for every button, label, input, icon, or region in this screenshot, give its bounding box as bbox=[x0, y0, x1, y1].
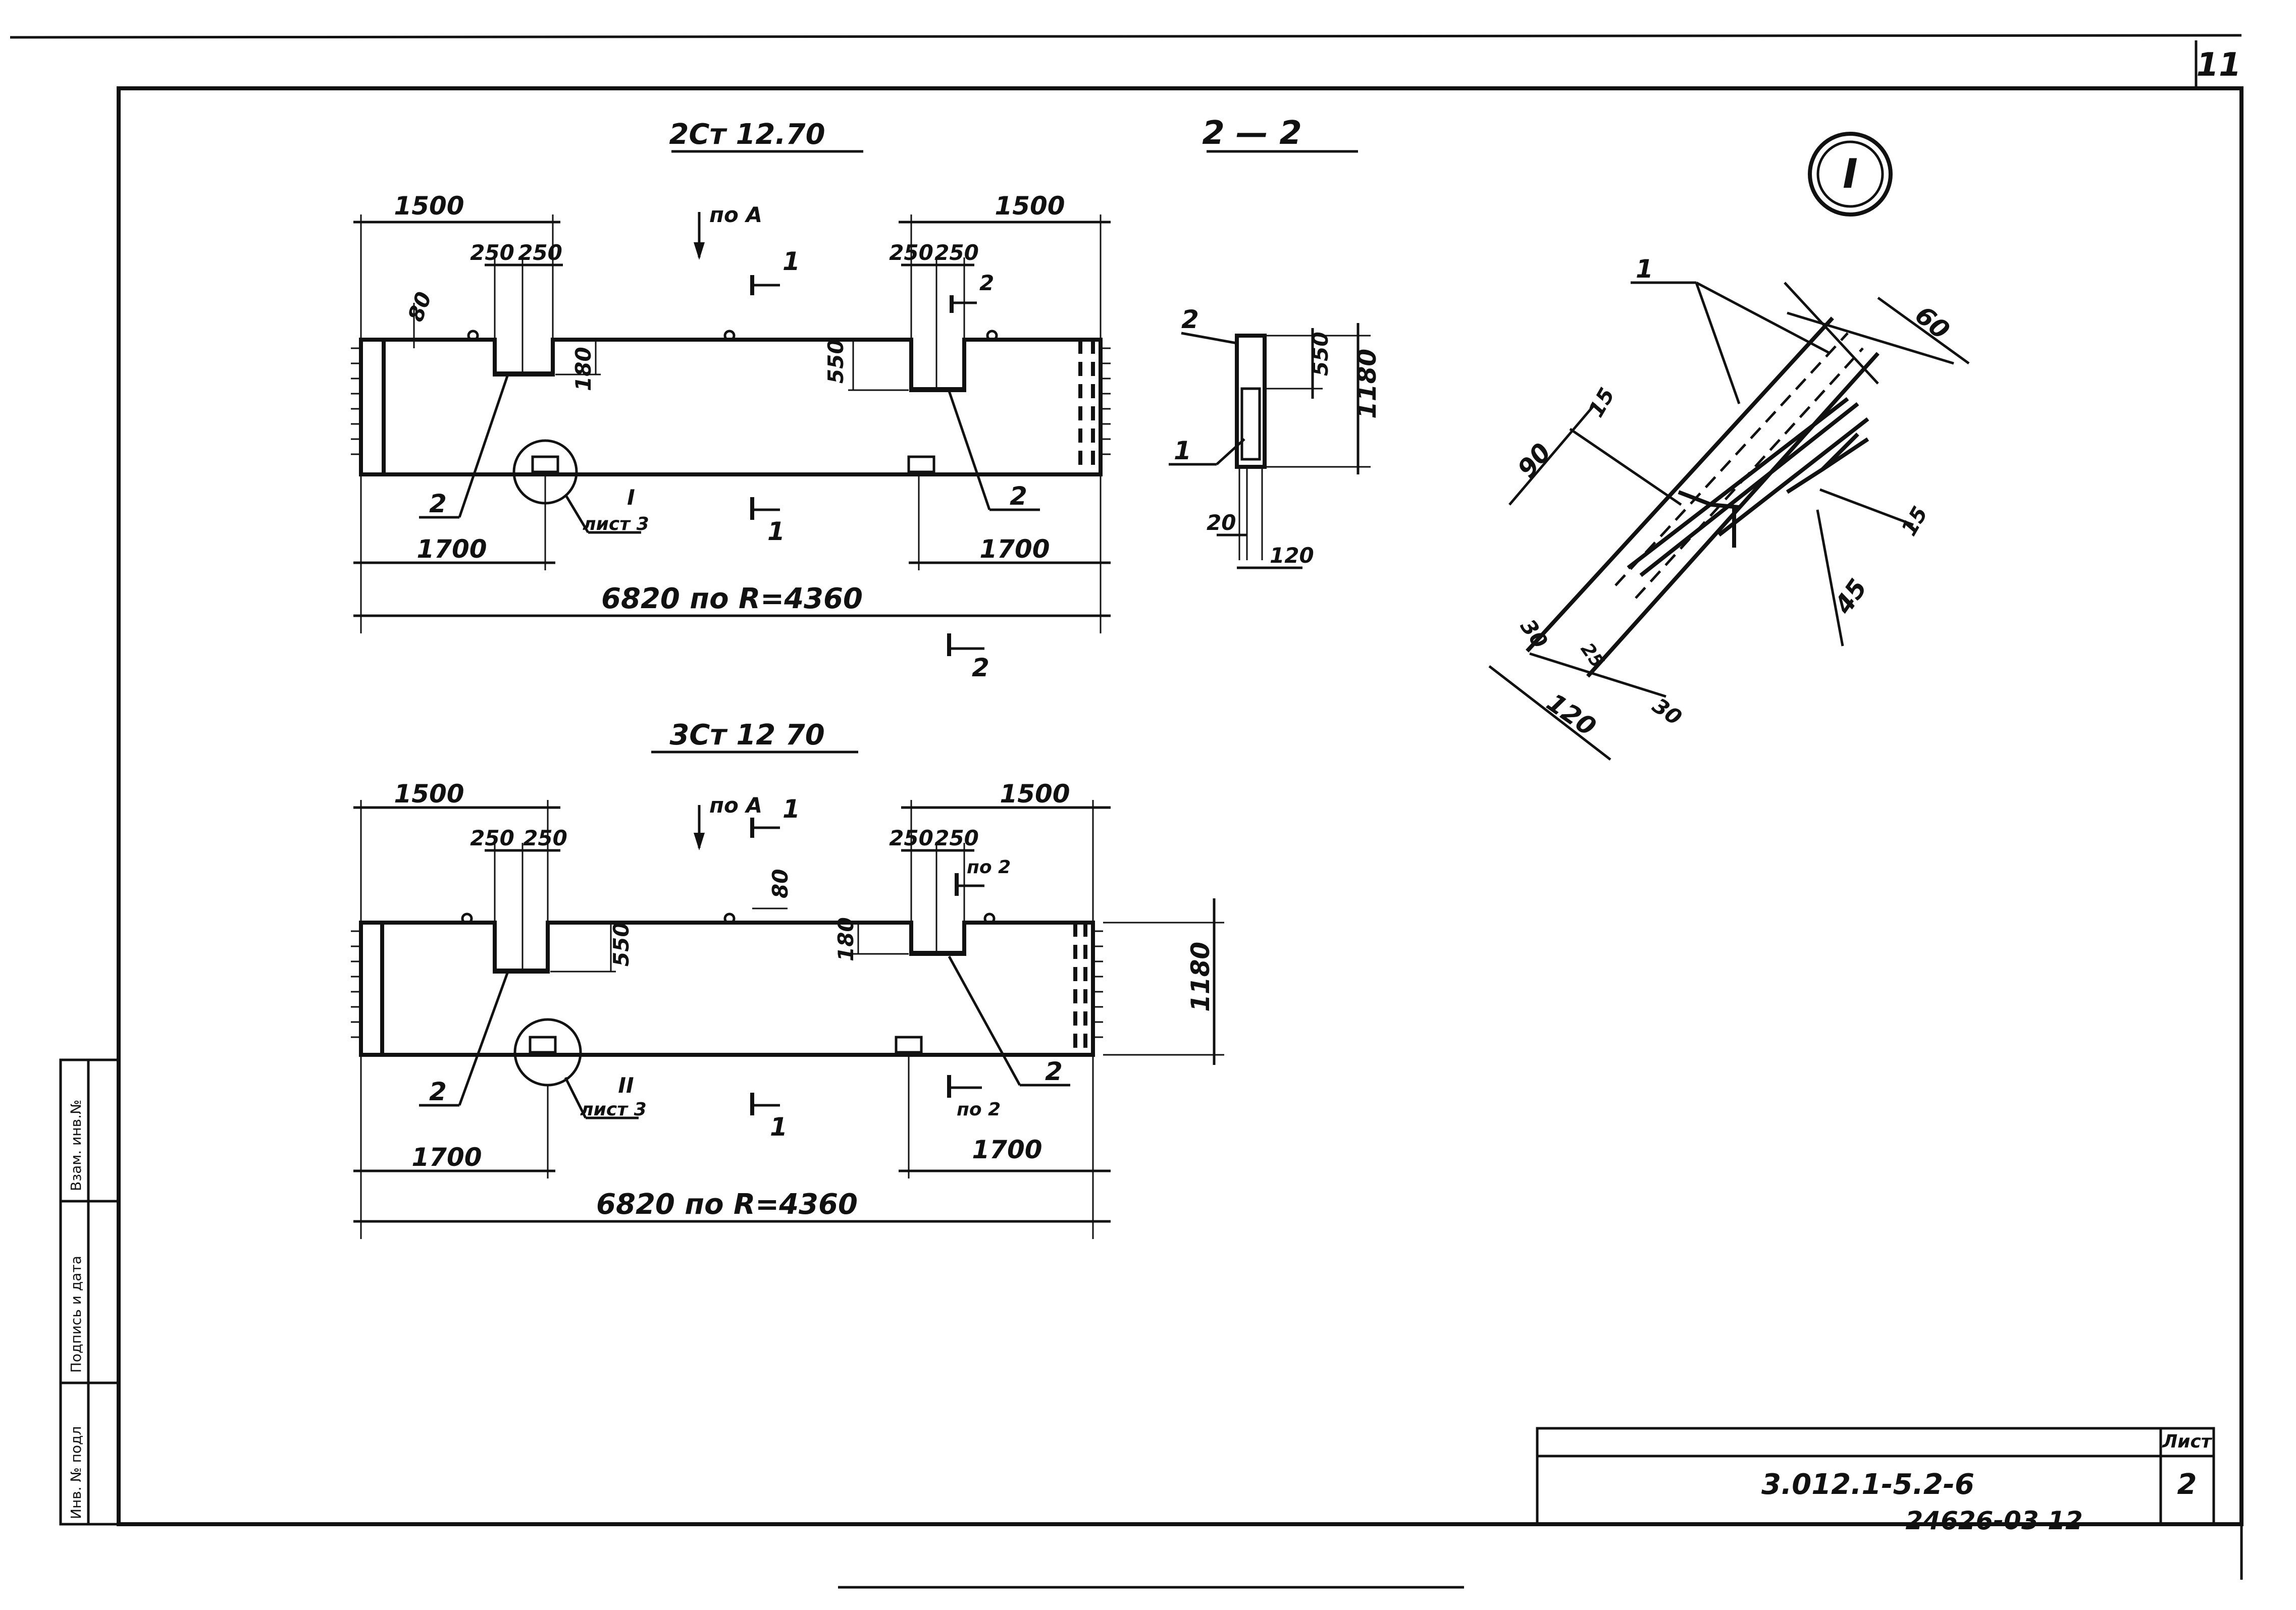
top-detail-ref-sheet: лист 3 bbox=[583, 514, 649, 534]
bottom-bottom-section-1: 1 bbox=[770, 1112, 788, 1142]
section-dim-1180: 1180 bbox=[1352, 349, 1382, 419]
detail-I-label: I bbox=[1843, 150, 1858, 197]
top-view: 2Ст 12.70 bbox=[351, 118, 1111, 682]
bottom-view-body bbox=[359, 921, 1095, 1057]
bottom-dim-slot-right-a: 250 bbox=[889, 826, 933, 850]
sheet-label: Лист bbox=[2162, 1431, 2212, 1452]
section-callout-1: 1 bbox=[1174, 436, 1191, 465]
bottom-dim-180: 180 bbox=[833, 917, 858, 961]
top-dim-slot-left-b: 250 bbox=[518, 240, 562, 265]
top-view-body bbox=[359, 338, 1103, 476]
top-detail-ref-num: I bbox=[627, 485, 635, 510]
section-dim-550: 550 bbox=[1308, 332, 1333, 376]
bottom-dim-total: 6820 по R=4360 bbox=[596, 1188, 858, 1221]
top-dim-bottom-left: 1700 bbox=[416, 534, 487, 564]
section-title: 2 — 2 bbox=[1202, 115, 1302, 152]
top-arrow-label: по А bbox=[709, 202, 762, 227]
section-callout-2: 2 bbox=[1181, 305, 1199, 334]
sheet-number: 2 bbox=[2177, 1468, 2197, 1501]
detail-dim-90: 90 bbox=[1512, 438, 1557, 484]
detail-dim-15-right: 15 bbox=[1896, 502, 1933, 540]
top-dim-bottom-right: 1700 bbox=[979, 534, 1050, 564]
top-dim-80: 80 bbox=[403, 289, 436, 325]
top-callout-right: 2 bbox=[1010, 481, 1027, 511]
detail-I: I 60 90 15 15 45 30 25 120 30 bbox=[1488, 132, 1970, 761]
top-dim-total: 6820 по R=4360 bbox=[601, 582, 863, 615]
bottom-detail-ref-num: II bbox=[618, 1073, 634, 1098]
stamp-col3: Взам. инв.№ bbox=[68, 1100, 84, 1191]
top-dim-slot-right-b: 250 bbox=[934, 240, 979, 265]
detail-dim-120: 120 bbox=[1541, 687, 1601, 741]
detail-dim-45: 45 bbox=[1829, 574, 1873, 620]
title-block bbox=[1536, 1427, 2215, 1526]
top-dim-550: 550 bbox=[823, 339, 848, 384]
top-section-mark-1: 1 bbox=[782, 247, 800, 276]
stamp-col1: Инв. № подл bbox=[68, 1426, 84, 1519]
top-bottom-section-1: 1 bbox=[767, 517, 785, 546]
bottom-dim-80: 80 bbox=[768, 869, 793, 898]
bottom-callout-right: 2 bbox=[1045, 1057, 1063, 1086]
bottom-dim-slot-left-a: 250 bbox=[470, 826, 514, 850]
bottom-dim-1180: 1180 bbox=[1186, 942, 1215, 1012]
bottom-dim-top-right: 1500 bbox=[1000, 779, 1070, 809]
detail-dim-60: 60 bbox=[1909, 300, 1955, 345]
bottom-arrow-label: по А bbox=[709, 793, 762, 818]
page-number: 11 bbox=[2196, 46, 2241, 84]
bottom-section-mark-1: 1 bbox=[782, 794, 800, 824]
detail-dim-15-top: 15 bbox=[1583, 384, 1620, 421]
bottom-dim-slot-left-b: 250 bbox=[523, 826, 567, 850]
bottom-dim-top-left: 1500 bbox=[394, 779, 464, 809]
section-dim-20: 20 bbox=[1207, 510, 1236, 535]
document-designation: 3.012.1-5.2-6 bbox=[1761, 1468, 1974, 1501]
bottom-view-title: 3Ст 12 70 bbox=[669, 719, 824, 752]
top-dim-180: 180 bbox=[571, 347, 596, 391]
bottom-section-mark-po2: по 2 bbox=[967, 857, 1011, 878]
top-cut-mark: 2 bbox=[972, 653, 989, 682]
top-section-mark-2: 2 bbox=[979, 271, 994, 295]
detail-dim-30-left: 30 bbox=[1516, 615, 1553, 653]
left-stamp: Инв. № подл Подпись и дата Взам. инв.№ bbox=[59, 1058, 120, 1526]
bottom-dim-bottom-right: 1700 bbox=[972, 1135, 1042, 1164]
section-2-2: 2 — 2 550 1180 2 1 20 120 bbox=[1169, 115, 1382, 569]
detail-callout-1: 1 bbox=[1636, 254, 1653, 284]
detail-dim-25: 25 bbox=[1577, 639, 1608, 672]
top-dim-slot-left-a: 250 bbox=[470, 240, 514, 265]
bottom-dim-550: 550 bbox=[609, 922, 634, 967]
bottom-callout-left: 2 bbox=[429, 1077, 447, 1106]
top-callout-left: 2 bbox=[429, 489, 447, 518]
top-view-title: 2Ст 12.70 bbox=[669, 118, 825, 151]
bottom-bottom-po2: по 2 bbox=[957, 1099, 1001, 1120]
bottom-dim-bottom-left: 1700 bbox=[411, 1143, 482, 1172]
top-dim-slot-right-a: 250 bbox=[889, 240, 933, 265]
section-dim-120: 120 bbox=[1270, 543, 1314, 568]
bottom-dim-slot-right-b: 250 bbox=[934, 826, 979, 850]
stamp-col2: Подпись и дата bbox=[68, 1256, 84, 1373]
top-dim-top-left: 1500 bbox=[394, 191, 464, 221]
top-dim-top-right: 1500 bbox=[995, 191, 1065, 221]
archive-number: 24626-03 12 bbox=[1905, 1506, 2082, 1535]
detail-dim-30-bottom: 30 bbox=[1648, 693, 1686, 730]
bottom-view: 3Ст 12 70 bbox=[351, 719, 1224, 1239]
sheet-frame bbox=[10, 34, 2243, 1589]
bottom-detail-ref-sheet: лист 3 bbox=[580, 1099, 646, 1120]
